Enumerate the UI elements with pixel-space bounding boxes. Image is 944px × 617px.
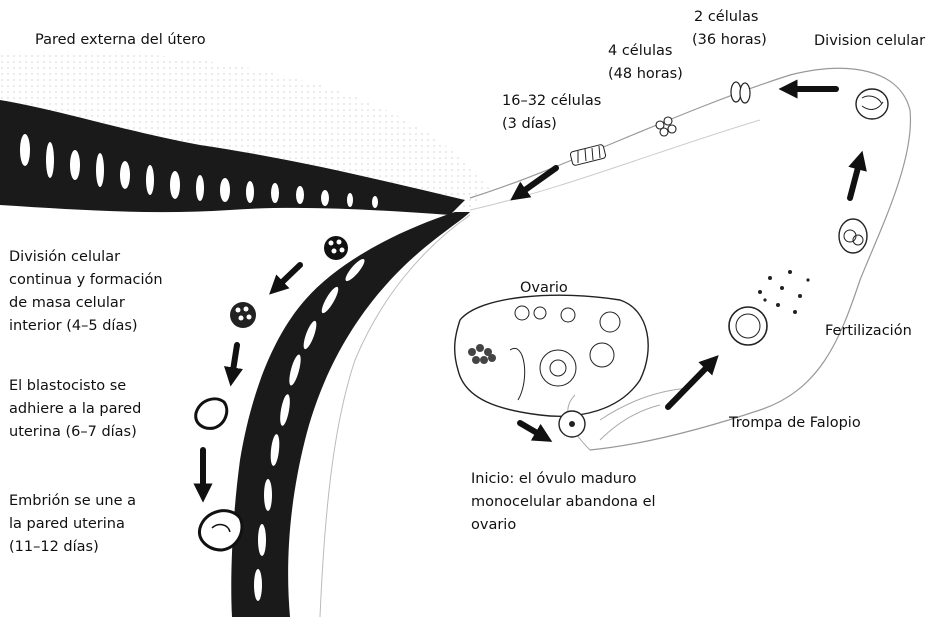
arrow-release [520,423,544,437]
inner-cell-mass [230,302,256,328]
sperm [758,270,810,314]
label-continuous-division: División celular continua y formación de… [9,246,163,338]
label-embryo: Embrión se une a la pared uterina (11–12… [9,490,136,559]
blastocyst [196,399,227,429]
label-fertilization: Fertilización [825,320,912,343]
arrow-up-1 [850,160,860,198]
two-cell-embryo [731,82,750,103]
label-fallopian-tube: Trompa de Falopio [729,412,861,435]
label-start: Inicio: el óvulo maduro monocelular aban… [471,468,656,537]
label-four-cells: 4 células (48 horas) [608,40,683,86]
label-blastocyst: El blastocisto se adhiere a la pared ute… [9,375,141,444]
label-sixteen-cells: 16–32 células (3 días) [502,90,601,136]
fimbriae [568,388,690,450]
ovary-follicles [510,306,620,400]
morula-wall [324,236,348,260]
ovary [455,295,649,416]
arrow-to-wall [518,168,556,195]
fertilized-ovum [729,307,767,345]
label-two-cells: 2 células (36 horas) [692,6,767,52]
four-cell-embryo [656,117,676,136]
label-cell-division: Division celular [814,30,925,53]
morula-tube [570,144,606,166]
zygote [839,219,867,253]
arrow-to-fertilization [668,362,712,407]
ovary-cell-cluster [468,344,496,364]
label-ovary: Ovario [520,277,568,300]
arrow-wall-1 [276,265,300,288]
arrow-wall-2 [232,345,237,377]
first-division-cell [856,89,888,119]
label-outer-wall: Pared externa del útero [35,29,206,52]
embryo [200,511,242,550]
